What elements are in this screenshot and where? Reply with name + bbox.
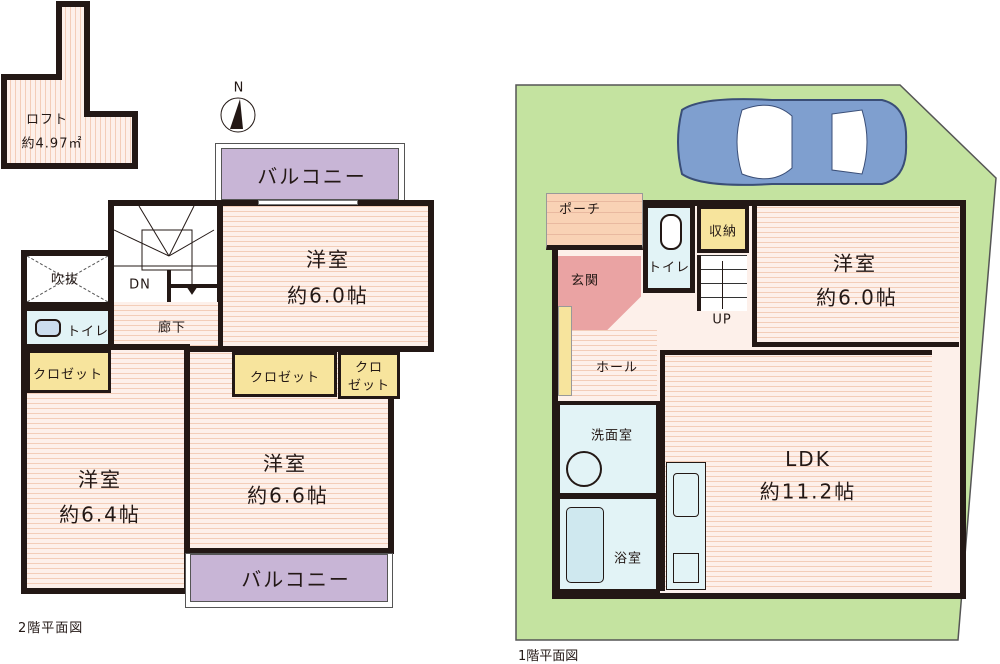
room-size: 約6.6帖 bbox=[247, 483, 329, 508]
storage-label: 収納 bbox=[708, 224, 738, 240]
hall-label: ホール bbox=[595, 360, 639, 376]
north-arrow-icon bbox=[220, 97, 256, 133]
room-size: 約6.0帖 bbox=[816, 285, 898, 310]
car-icon bbox=[677, 98, 908, 186]
washroom-label: 洗面室 bbox=[590, 428, 634, 444]
hall bbox=[572, 330, 657, 400]
closet-right-label-2: ゼット bbox=[347, 378, 391, 394]
stairs-label: DN bbox=[129, 277, 151, 293]
balcony-top-label: バルコニー bbox=[257, 164, 367, 189]
toilet-1f bbox=[643, 203, 695, 293]
room-label: 洋室 bbox=[78, 467, 122, 492]
room-label: 洋室 bbox=[263, 451, 307, 476]
toilet-icon bbox=[35, 319, 61, 337]
compass-label: N bbox=[233, 80, 245, 96]
closet-left bbox=[27, 350, 111, 393]
storage bbox=[697, 205, 749, 253]
closet-mid bbox=[232, 352, 337, 397]
loft-area: 約4.97㎡ bbox=[21, 136, 83, 152]
shoe-cabinet bbox=[558, 306, 572, 396]
void-cross-icon bbox=[26, 255, 109, 303]
loft-label: ロフト bbox=[25, 112, 69, 128]
corridor bbox=[114, 302, 218, 350]
room-label: 洋室 bbox=[833, 251, 877, 276]
toilet-2f bbox=[21, 305, 114, 350]
toilet-icon bbox=[660, 214, 682, 250]
floor-2-caption: 2階平面図 bbox=[18, 621, 84, 636]
toilet-label: トイレ bbox=[66, 324, 110, 340]
compass bbox=[218, 93, 258, 133]
washroom bbox=[556, 401, 660, 497]
stove-icon bbox=[673, 553, 699, 583]
sink-icon bbox=[673, 473, 699, 517]
ldk-size: 約11.2帖 bbox=[759, 479, 857, 504]
corridor-label: 廊下 bbox=[157, 320, 187, 336]
room-size: 約6.4帖 bbox=[59, 502, 141, 527]
void-label: 吹抜 bbox=[50, 272, 80, 288]
stairs-icon bbox=[113, 205, 217, 302]
up-arrow-icon bbox=[722, 261, 723, 309]
washbasin-icon bbox=[566, 451, 602, 487]
balcony-bottom-label: バルコニー bbox=[241, 567, 351, 592]
balcony-bottom bbox=[185, 553, 393, 608]
bathtub-icon bbox=[566, 507, 604, 583]
entrance-label: 玄関 bbox=[570, 273, 600, 289]
bathroom bbox=[556, 495, 660, 593]
loft bbox=[1, 1, 138, 169]
closet-right bbox=[338, 352, 400, 399]
ldk-label: LDK bbox=[785, 447, 831, 471]
stairs-1f[interactable] bbox=[697, 255, 747, 311]
stairs-label: UP bbox=[712, 312, 732, 328]
closet-mid-label: クロゼット bbox=[249, 370, 321, 386]
floor-1-caption: 1階平面図 bbox=[518, 649, 579, 664]
porch-label: ポーチ bbox=[558, 202, 602, 218]
kitchen-counter bbox=[666, 462, 706, 590]
toilet-label: トイレ bbox=[647, 260, 691, 276]
closet-left-label: クロゼット bbox=[32, 367, 104, 383]
porch bbox=[546, 193, 643, 250]
bath-label: 浴室 bbox=[613, 551, 643, 567]
room-size: 約6.0帖 bbox=[287, 283, 369, 308]
closet-right-label-1: クロ bbox=[354, 360, 384, 376]
room-western-1f bbox=[752, 206, 959, 347]
room-label: 洋室 bbox=[306, 247, 350, 272]
